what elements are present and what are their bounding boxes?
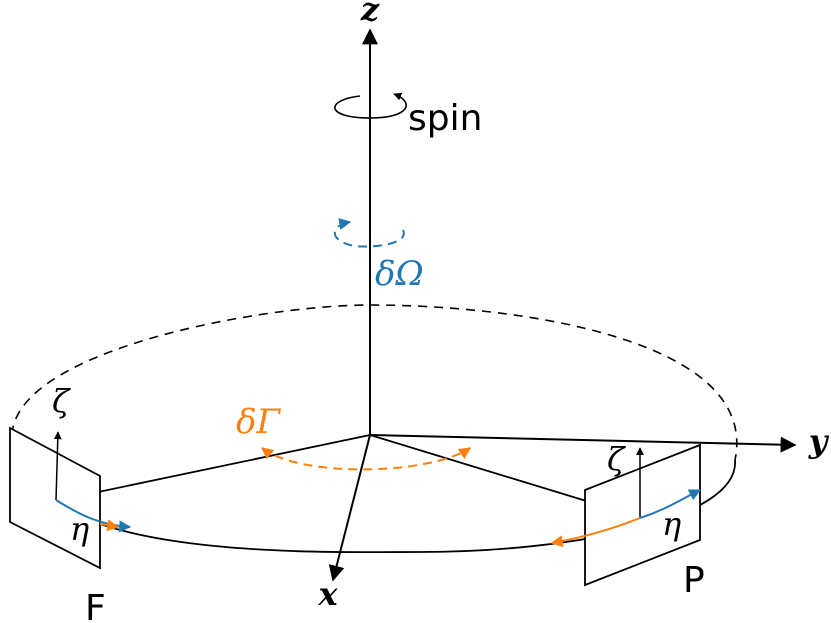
spin-rotation-icon bbox=[334, 92, 407, 119]
radius-to-frame-f bbox=[59, 434, 371, 501]
x-axis bbox=[328, 434, 371, 582]
zeta-axis-f bbox=[53, 431, 62, 501]
eta-label-p: η bbox=[662, 505, 681, 543]
eta-arc-f bbox=[55, 499, 132, 533]
x-axis-label: x bbox=[317, 575, 338, 613]
orbit-dashed bbox=[11, 304, 738, 466]
zeta-label-p: ζ bbox=[607, 440, 626, 478]
y-axis-label: y bbox=[808, 422, 830, 460]
delta-omega-label: δΩ bbox=[375, 254, 424, 294]
orbit-tick-f bbox=[99, 519, 120, 532]
delta-gamma-arc bbox=[261, 447, 471, 471]
frame-f-label: F bbox=[85, 588, 106, 623]
spin-label: spin bbox=[408, 98, 482, 139]
frame-f bbox=[9, 426, 101, 570]
y-axis bbox=[369, 434, 797, 453]
zeta-label-f: ζ bbox=[52, 382, 71, 420]
z-axis-label: z bbox=[360, 0, 380, 28]
frame-p-label: P bbox=[683, 560, 705, 601]
frame-p bbox=[584, 443, 701, 587]
delta-gamma-label: δΓ bbox=[236, 402, 281, 442]
eta-arc-p bbox=[639, 489, 702, 519]
eta-label-f: η bbox=[70, 510, 89, 548]
orbit-arrow-p bbox=[550, 517, 641, 548]
